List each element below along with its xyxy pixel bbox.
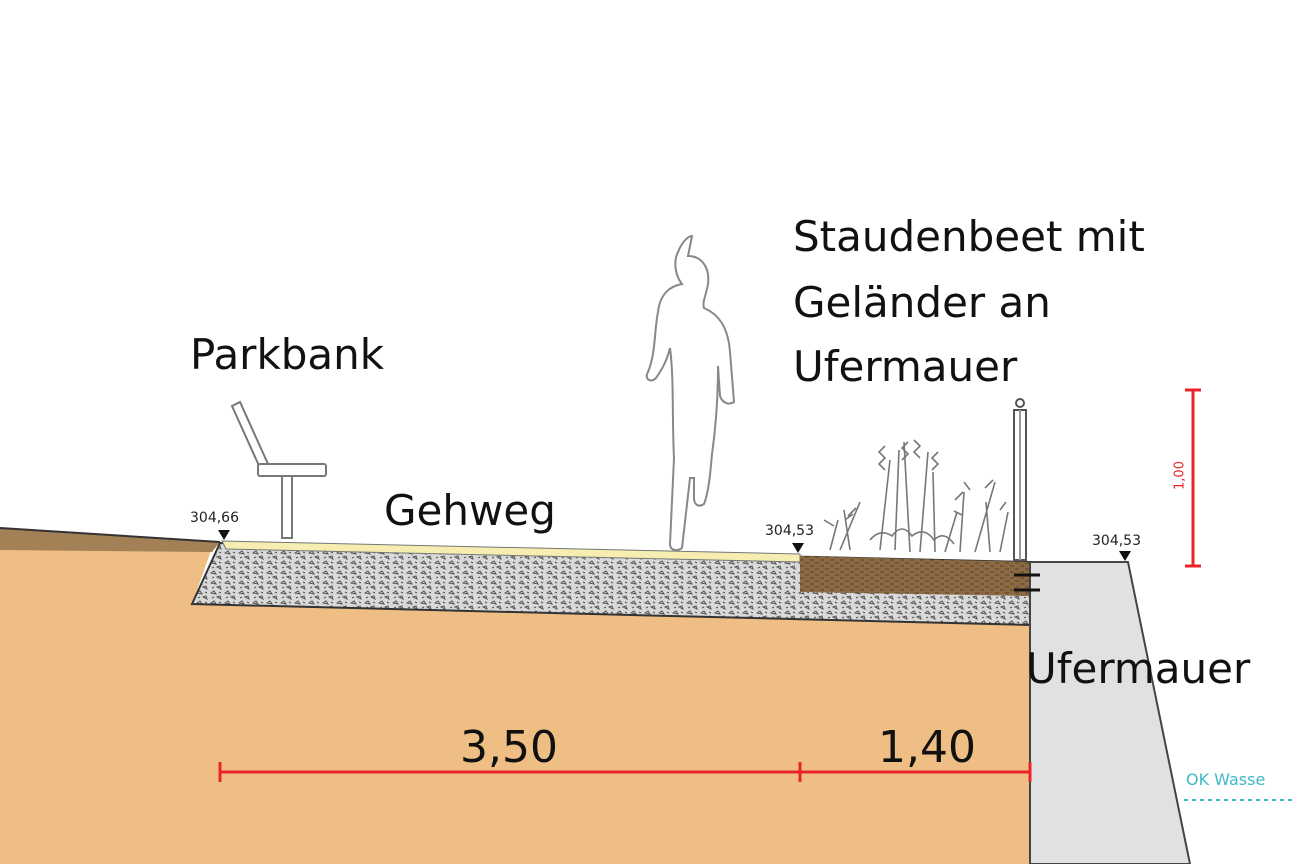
dimension-line-vertical (1185, 388, 1201, 568)
pedestrian-icon (645, 234, 736, 552)
dimension-gehweg: 3,50 (460, 722, 558, 773)
staudenbeet-label-2: Geländer an (793, 278, 1051, 327)
elevation-marker-middle (792, 543, 804, 553)
staudenbeet-label-1: Staudenbeet mit (793, 212, 1145, 261)
bed-soil (800, 556, 1030, 596)
elevation-middle: 304,53 (765, 523, 814, 539)
perennial-plants-icon (823, 439, 1009, 553)
parkbank-label: Parkbank (190, 330, 385, 379)
dimension-beet: 1,40 (878, 722, 976, 773)
river-wall (1029, 561, 1192, 865)
staudenbeet-label-3: Ufermauer (793, 342, 1018, 391)
ok-wasser-label: OK Wasse (1186, 770, 1266, 789)
elevation-marker-right (1119, 551, 1131, 561)
dimension-line-horizontal (218, 762, 1032, 782)
soil-body (0, 548, 1030, 864)
elevation-right: 304,53 (1092, 533, 1141, 549)
dimension-railing-height: 1,00 (1172, 461, 1188, 490)
railing-post (1013, 398, 1040, 592)
topsoil-left (0, 528, 220, 552)
elevation-marker-left (218, 530, 230, 540)
elevation-left: 304,66 (190, 510, 239, 526)
ufermauer-label: Ufermauer (1026, 644, 1251, 693)
gehweg-label: Gehweg (384, 486, 556, 535)
bench-icon (230, 400, 327, 539)
